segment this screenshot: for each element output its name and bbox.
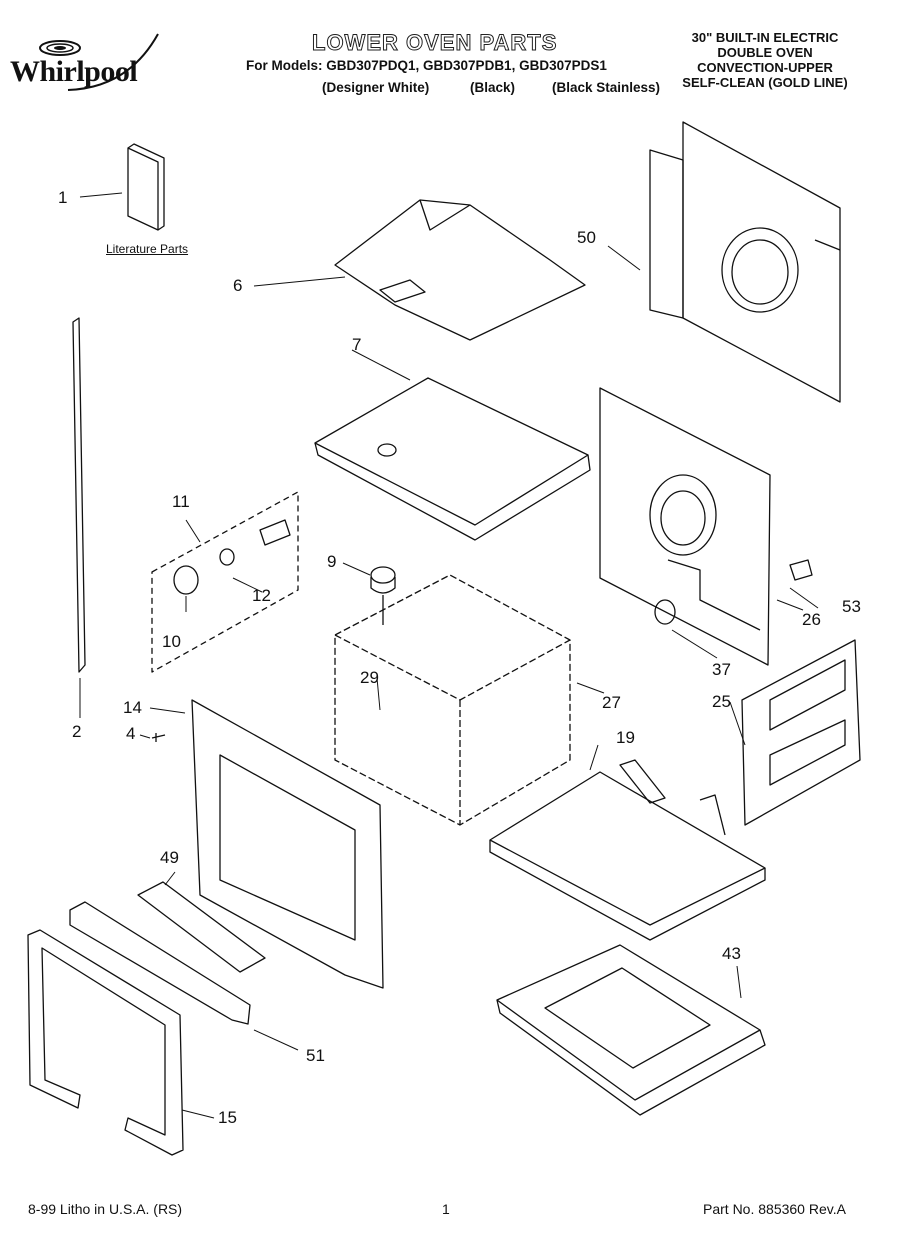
variant-black: (Black): [470, 80, 516, 95]
callout-12: 12: [252, 586, 271, 605]
callout-10: 10: [162, 632, 181, 651]
part-6-insulation: [334, 199, 586, 341]
part-26-back-panel: [599, 387, 771, 666]
brand-name: Whirlpool: [10, 55, 138, 88]
callout-9: 9: [327, 552, 337, 571]
callout-43: 43: [722, 944, 741, 963]
callout-29: 29: [360, 668, 379, 687]
models-line: For Models: GBD307PDQ1, GBD307PDB1, GBD3…: [246, 58, 607, 73]
whirlpool-logo: Whirlpool: [8, 28, 188, 98]
literature-parts-label: Literature Parts: [106, 242, 189, 256]
part-literature: [127, 143, 165, 231]
part-15-gasket: [27, 929, 184, 1156]
spec-block: 30" BUILT-IN ELECTRIC DOUBLE OVEN CONVEC…: [665, 30, 865, 90]
part-53-clip: [789, 559, 813, 581]
footer-litho: 8-99 Litho in U.S.A. (RS): [28, 1201, 183, 1217]
callout-25: 25: [712, 692, 731, 711]
logo-swirl-icon: [39, 33, 159, 91]
callout-15: 15: [218, 1108, 237, 1127]
part-11-group: [151, 491, 299, 673]
part-49-strip: [137, 881, 266, 973]
callout-37: 37: [712, 660, 731, 679]
callout-51: 51: [306, 1046, 325, 1065]
part-43-bottom-pan: [496, 944, 766, 1116]
part-14-front-frame: [191, 699, 384, 989]
part-4-screw: [151, 733, 166, 742]
part-50-rear-panel: [649, 121, 841, 403]
leader-lines: [79, 192, 819, 1119]
callout-19: 19: [616, 728, 635, 747]
page-title: LOWER OVEN PARTS: [311, 30, 558, 56]
part-51-vent: [69, 901, 251, 1025]
part-7-top-panel: [314, 377, 591, 541]
callout-6: 6: [233, 276, 243, 295]
part-37-sensor: [654, 599, 676, 625]
callout-7: 7: [352, 335, 362, 354]
callout-50: 50: [577, 228, 596, 247]
callout-4: 4: [126, 724, 136, 743]
footer-part-number: Part No. 885360 Rev.A: [703, 1201, 846, 1217]
part-19-bottom-panel: [489, 759, 766, 941]
callout-2: 2: [72, 722, 82, 741]
callout-49: 49: [160, 848, 179, 867]
footer-page-number: 1: [442, 1201, 450, 1217]
callout-1: 1: [58, 188, 68, 207]
spec-line: 30" BUILT-IN ELECTRIC: [691, 30, 839, 45]
callout-53: 53: [842, 597, 861, 616]
part-2-rod: [72, 317, 86, 673]
part-25-side-panel: [741, 639, 861, 826]
callout-27: 27: [602, 693, 621, 712]
variant-black-stainless: (Black Stainless): [552, 80, 661, 95]
spec-line: SELF-CLEAN (GOLD LINE): [682, 75, 848, 90]
spec-line: CONVECTION-UPPER: [697, 60, 833, 75]
part-9-lamp: [370, 566, 396, 625]
callout-11: 11: [172, 492, 190, 511]
part-27-oven-cavity: [334, 574, 571, 826]
variant-designer-white: (Designer White): [322, 80, 430, 95]
callout-14: 14: [123, 698, 142, 717]
spec-line: DOUBLE OVEN: [717, 45, 813, 60]
callout-26: 26: [802, 610, 821, 629]
